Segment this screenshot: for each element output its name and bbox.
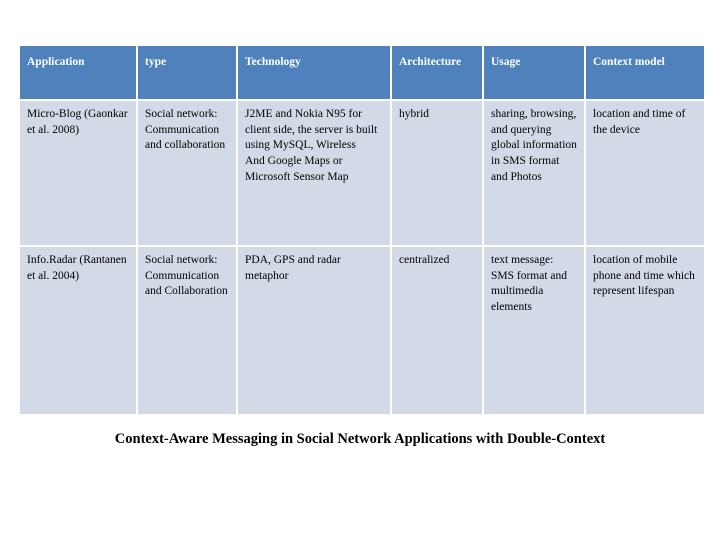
cell-context-model: location and time of the device [586, 101, 704, 245]
comparison-table: Application type Technology Architecture… [18, 44, 706, 416]
table-row: Info.Radar (Rantanen et al. 2004) Social… [20, 247, 704, 414]
column-header-context-model: Context model [586, 46, 704, 99]
column-header-usage: Usage [484, 46, 584, 99]
cell-technology-line-2: And Google Maps or Microsoft Sensor Map [245, 154, 349, 183]
cell-technology-line-1: PDA, GPS and radar metaphor [245, 254, 341, 282]
cell-context-model: location of mobile phone and time which … [586, 247, 704, 414]
cell-application: Info.Radar (Rantanen et al. 2004) [20, 247, 136, 414]
table-header-row: Application type Technology Architecture… [20, 46, 704, 99]
slide-caption: Context-Aware Messaging in Social Networ… [114, 431, 606, 447]
cell-technology: J2ME and Nokia N95 for client side, the … [238, 101, 390, 245]
table-row: Micro-Blog (Gaonkar et al. 2008) Social … [20, 101, 704, 245]
cell-technology-line-1: J2ME and Nokia N95 for client side, the … [245, 108, 378, 152]
cell-technology: PDA, GPS and radar metaphor [238, 247, 390, 414]
cell-usage: sharing, browsing, and querying global i… [484, 101, 584, 245]
cell-usage: text message: SMS format and multimedia … [484, 247, 584, 414]
cell-type: Social network: Communication and collab… [138, 101, 236, 245]
column-header-type: type [138, 46, 236, 99]
cell-application: Micro-Blog (Gaonkar et al. 2008) [20, 101, 136, 245]
column-header-technology: Technology [238, 46, 390, 99]
cell-architecture: centralized [392, 247, 482, 414]
column-header-application: Application [20, 46, 136, 99]
column-header-architecture: Architecture [392, 46, 482, 99]
cell-architecture: hybrid [392, 101, 482, 245]
cell-type: Social network: Communication and Collab… [138, 247, 236, 414]
